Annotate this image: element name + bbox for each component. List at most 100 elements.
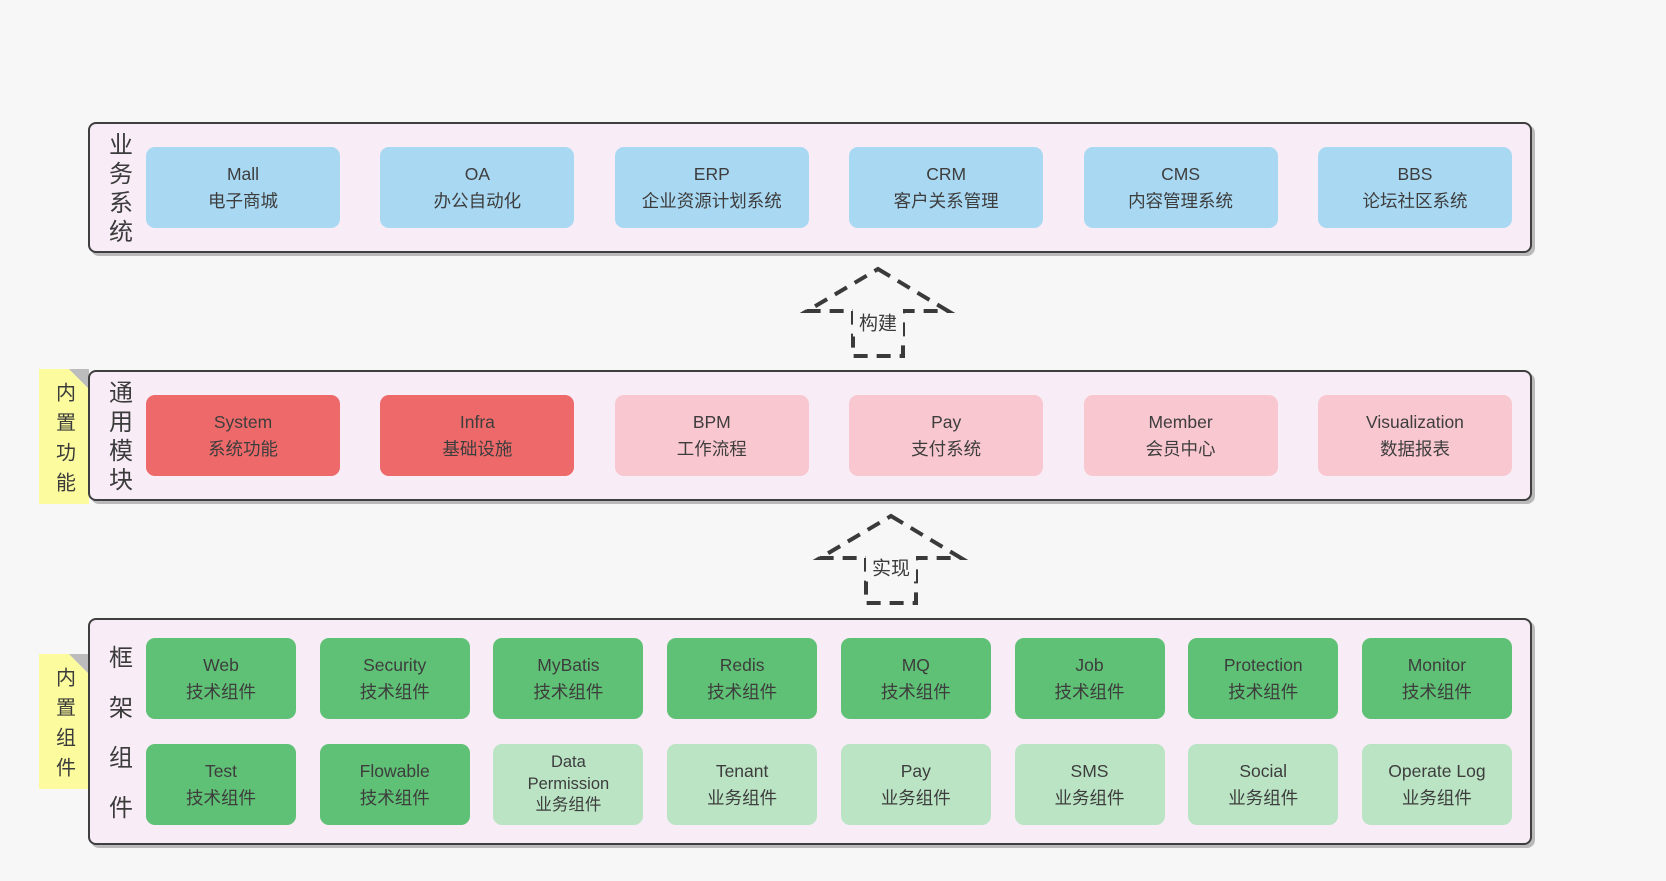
business-systems-label: 业务系统	[104, 132, 132, 248]
box-title: Web	[203, 655, 239, 676]
box-subtitle: 技术组件	[1054, 681, 1125, 702]
box-mybatis: MyBatis 技术组件	[493, 638, 644, 719]
box-subtitle: 电子商城	[208, 190, 278, 211]
box-protection: Protection 技术组件	[1188, 638, 1339, 719]
box-subtitle: 技术组件	[186, 681, 256, 702]
box-subtitle: 企业资源计划系统	[641, 190, 782, 211]
box-title: Infra	[459, 412, 495, 433]
box-monitor: Monitor 技术组件	[1361, 638, 1512, 719]
box-subtitle: 业务组件	[535, 796, 602, 815]
up-block-arrow-shape	[799, 266, 956, 358]
box-title: Job	[1075, 655, 1104, 676]
box-flowable: Flowable 技术组件	[319, 744, 470, 825]
framework-components-row-2: Test 技术组件 Flowable 技术组件 Data Permission …	[146, 744, 1512, 825]
implement-arrow-icon	[812, 513, 969, 605]
build-arrow-icon	[799, 266, 956, 358]
box-subtitle: 支付系统	[911, 438, 982, 459]
layer-business-systems: 业务系统 Mall 电子商城 OA 办公自动化 ERP 企业资源计划系统 CRM…	[88, 122, 1532, 253]
box-subtitle: 系统功能	[208, 438, 278, 459]
box-web: Web 技术组件	[146, 638, 296, 719]
box-pay-module: Pay 支付系统	[849, 395, 1044, 476]
box-title: Tenant	[715, 761, 769, 782]
box-visualization: Visualization 数据报表	[1317, 395, 1512, 476]
box-infra: Infra 基础设施	[380, 395, 575, 476]
tab-built-in-components-label: 内置组件	[52, 666, 75, 787]
box-member: Member 会员中心	[1083, 395, 1278, 476]
box-title: OA	[464, 164, 491, 185]
box-subtitle: 业务组件	[1401, 787, 1472, 808]
box-title: Monitor	[1407, 655, 1467, 676]
box-title: Security	[363, 655, 427, 676]
box-mall: Mall 电子商城	[146, 147, 340, 228]
box-title: Flowable	[359, 761, 430, 782]
box-subtitle: 论坛社区系统	[1362, 190, 1468, 211]
up-block-arrow-shape	[812, 513, 969, 605]
box-title: CRM	[926, 164, 967, 185]
box-security: Security 技术组件	[319, 638, 470, 719]
box-subtitle: 基础设施	[442, 438, 513, 459]
box-subtitle: 办公自动化	[433, 190, 522, 211]
layer-side-label: 框架组件	[90, 645, 146, 845]
box-subtitle: 数据报表	[1379, 438, 1450, 459]
box-title: System	[213, 412, 273, 433]
box-title: BPM	[692, 412, 731, 433]
tab-built-in-components: 内置组件	[39, 654, 89, 789]
box-system: System 系统功能	[146, 395, 340, 476]
box-subtitle: 技术组件	[707, 681, 778, 702]
box-cms: CMS 内容管理系统	[1083, 147, 1278, 228]
box-title: SMS	[1070, 761, 1109, 782]
box-pay-component: Pay 业务组件	[840, 744, 991, 825]
box-title: Data Permission	[527, 753, 610, 793]
common-modules-boxes: System 系统功能 Infra 基础设施 BPM 工作流程 Pay 支付系统…	[146, 395, 1512, 476]
box-subtitle: 工作流程	[676, 438, 747, 459]
build-arrow-label: 构建	[852, 307, 904, 337]
box-title: CMS	[1161, 164, 1200, 185]
box-title: Operate Log	[1388, 761, 1486, 782]
box-subtitle: 业务组件	[1054, 787, 1125, 808]
business-systems-boxes: Mall 电子商城 OA 办公自动化 ERP 企业资源计划系统 CRM 客户关系…	[146, 147, 1512, 228]
box-title: ERP	[693, 164, 730, 185]
box-subtitle: 技术组件	[359, 787, 430, 808]
layer-side-label: 业务系统	[90, 132, 146, 248]
box-test: Test 技术组件	[146, 744, 296, 825]
box-social: Social 业务组件	[1188, 744, 1339, 825]
implement-arrow-label: 实现	[865, 552, 917, 582]
box-title: Pay	[900, 761, 931, 782]
box-subtitle: 业务组件	[1228, 787, 1299, 808]
box-title: MyBatis	[537, 655, 600, 676]
box-title: Visualization	[1365, 412, 1464, 433]
tab-built-in-features-label: 内置功能	[52, 381, 75, 502]
framework-components-grid: Web 技术组件 Security 技术组件 MyBatis 技术组件 Redi…	[146, 638, 1512, 825]
box-redis: Redis 技术组件	[667, 638, 818, 719]
box-subtitle: 业务组件	[707, 787, 778, 808]
box-title: Mall	[226, 164, 260, 185]
framework-components-label: 框架组件	[104, 644, 132, 845]
box-title: Social	[1239, 761, 1288, 782]
box-title: MQ	[901, 655, 930, 676]
box-subtitle: 技术组件	[359, 681, 430, 702]
box-subtitle: 业务组件	[880, 787, 951, 808]
box-bbs: BBS 论坛社区系统	[1317, 147, 1512, 228]
box-title: BBS	[1397, 164, 1433, 185]
layer-common-modules: 通用模块 System 系统功能 Infra 基础设施 BPM 工作流程 Pay…	[88, 370, 1532, 501]
box-subtitle: 技术组件	[1228, 681, 1299, 702]
common-modules-label: 通用模块	[104, 380, 132, 496]
box-subtitle: 内容管理系统	[1128, 190, 1234, 211]
box-tenant: Tenant 业务组件	[667, 744, 818, 825]
box-subtitle: 会员中心	[1145, 438, 1216, 459]
box-subtitle: 技术组件	[533, 681, 604, 702]
box-erp: ERP 企业资源计划系统	[614, 147, 809, 228]
box-title: Test	[204, 761, 238, 782]
box-bpm: BPM 工作流程	[614, 395, 809, 476]
layer-side-label: 通用模块	[90, 380, 146, 496]
box-oa: OA 办公自动化	[380, 147, 575, 228]
framework-components-row-1: Web 技术组件 Security 技术组件 MyBatis 技术组件 Redi…	[146, 638, 1512, 719]
box-crm: CRM 客户关系管理	[849, 147, 1044, 228]
box-operate-log: Operate Log 业务组件	[1361, 744, 1512, 825]
box-sms: SMS 业务组件	[1014, 744, 1165, 825]
box-job: Job 技术组件	[1014, 638, 1165, 719]
layer-framework-components: 框架组件 Web 技术组件 Security 技术组件 MyBatis 技术组件…	[88, 618, 1532, 845]
box-data-permission: Data Permission 业务组件	[493, 744, 644, 825]
box-subtitle: 技术组件	[186, 787, 256, 808]
